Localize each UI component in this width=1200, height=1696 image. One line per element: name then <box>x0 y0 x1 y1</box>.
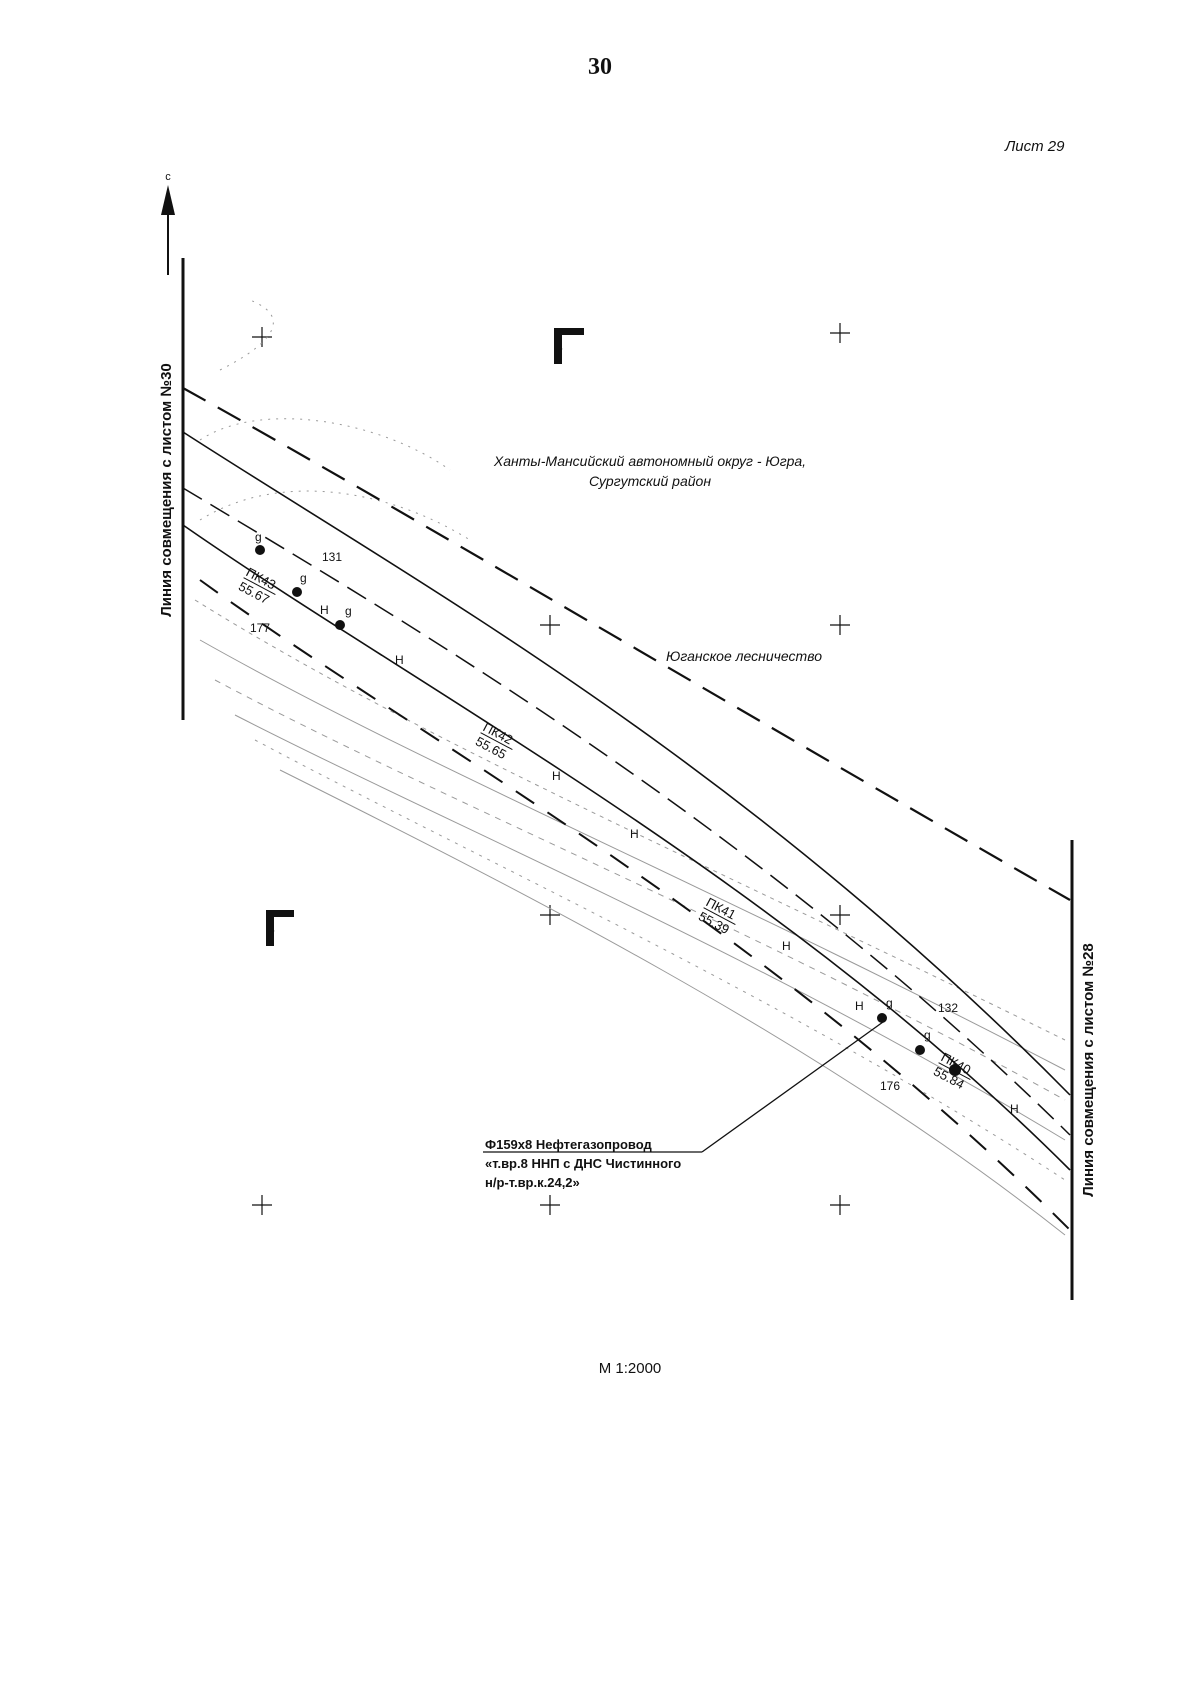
match-line-left-label: Линия совмещения с листом №30 <box>158 363 175 617</box>
pipe-marker: Н <box>782 939 791 953</box>
match-line-right-label: Линия совмещения с листом №28 <box>1080 943 1097 1197</box>
pipe-marker: Н <box>395 653 404 667</box>
section-mark-bottom-label: Г <box>268 928 275 942</box>
contour-lines <box>194 299 1066 1236</box>
point-number: 131 <box>322 550 342 564</box>
forestry-label: Юганское лесничество <box>666 648 822 664</box>
sheet-label: Лист 29 <box>1005 138 1065 155</box>
right-of-way-south <box>199 579 1071 1231</box>
pipeline-label-line3: н/р-т.вр.к.24,2» <box>485 1175 580 1190</box>
node-symbol: g <box>300 571 307 585</box>
pipeline-label-line1: Ф159х8 Нефтегазопровод <box>485 1137 652 1152</box>
point-number: 176 <box>880 1079 900 1093</box>
point-numbers: 131 177 132 176 <box>250 550 958 1093</box>
boundary-north <box>182 431 1071 1096</box>
boundary-south <box>182 524 1071 1171</box>
section-mark-bottom: Г <box>266 910 294 946</box>
scale-label: М 1:2000 <box>598 1360 662 1377</box>
point-number: 132 <box>938 1001 958 1015</box>
node-symbol: g <box>255 530 262 544</box>
pipe-marker: Н <box>552 769 561 783</box>
point-number: 177 <box>250 621 270 635</box>
section-mark-top-label: Г <box>556 346 563 360</box>
region-label-line2: Сургутский район <box>589 473 711 489</box>
page-number: 30 <box>588 54 612 80</box>
pipe-markers: Н Н Н Н Н Н Н <box>320 603 1019 1116</box>
region-label-line1: Ханты-Мансийский автономный округ - Югра… <box>493 453 806 469</box>
route-lines <box>182 387 1071 1231</box>
node-symbol: g <box>924 1028 931 1042</box>
pipeline-callout: Ф159х8 Нефтегазопровод «т.вр.8 ННП с ДНС… <box>483 1021 884 1190</box>
pipe-marker: Н <box>1010 1102 1019 1116</box>
pipe-marker: Н <box>855 999 864 1013</box>
pipeline-label-line2: «т.вр.8 ННП с ДНС Чистинного <box>485 1156 681 1171</box>
node-symbol: g <box>886 996 893 1010</box>
picket-labels: ПК43 55.67 ПК42 55.65 ПК41 55.39 ПК40 55… <box>236 564 973 1092</box>
north-arrow-label: с <box>165 171 171 183</box>
pipe-marker: Н <box>630 827 639 841</box>
pipeline-axis <box>182 487 1071 1136</box>
route-nodes: g g g g g <box>255 530 961 1076</box>
right-of-way-north <box>182 387 1071 901</box>
section-mark-top: Г <box>554 328 584 364</box>
node-symbol: g <box>345 604 352 618</box>
north-arrow-icon: с <box>161 171 175 275</box>
grid-crosses <box>252 323 850 1215</box>
pipe-marker: Н <box>320 603 329 617</box>
